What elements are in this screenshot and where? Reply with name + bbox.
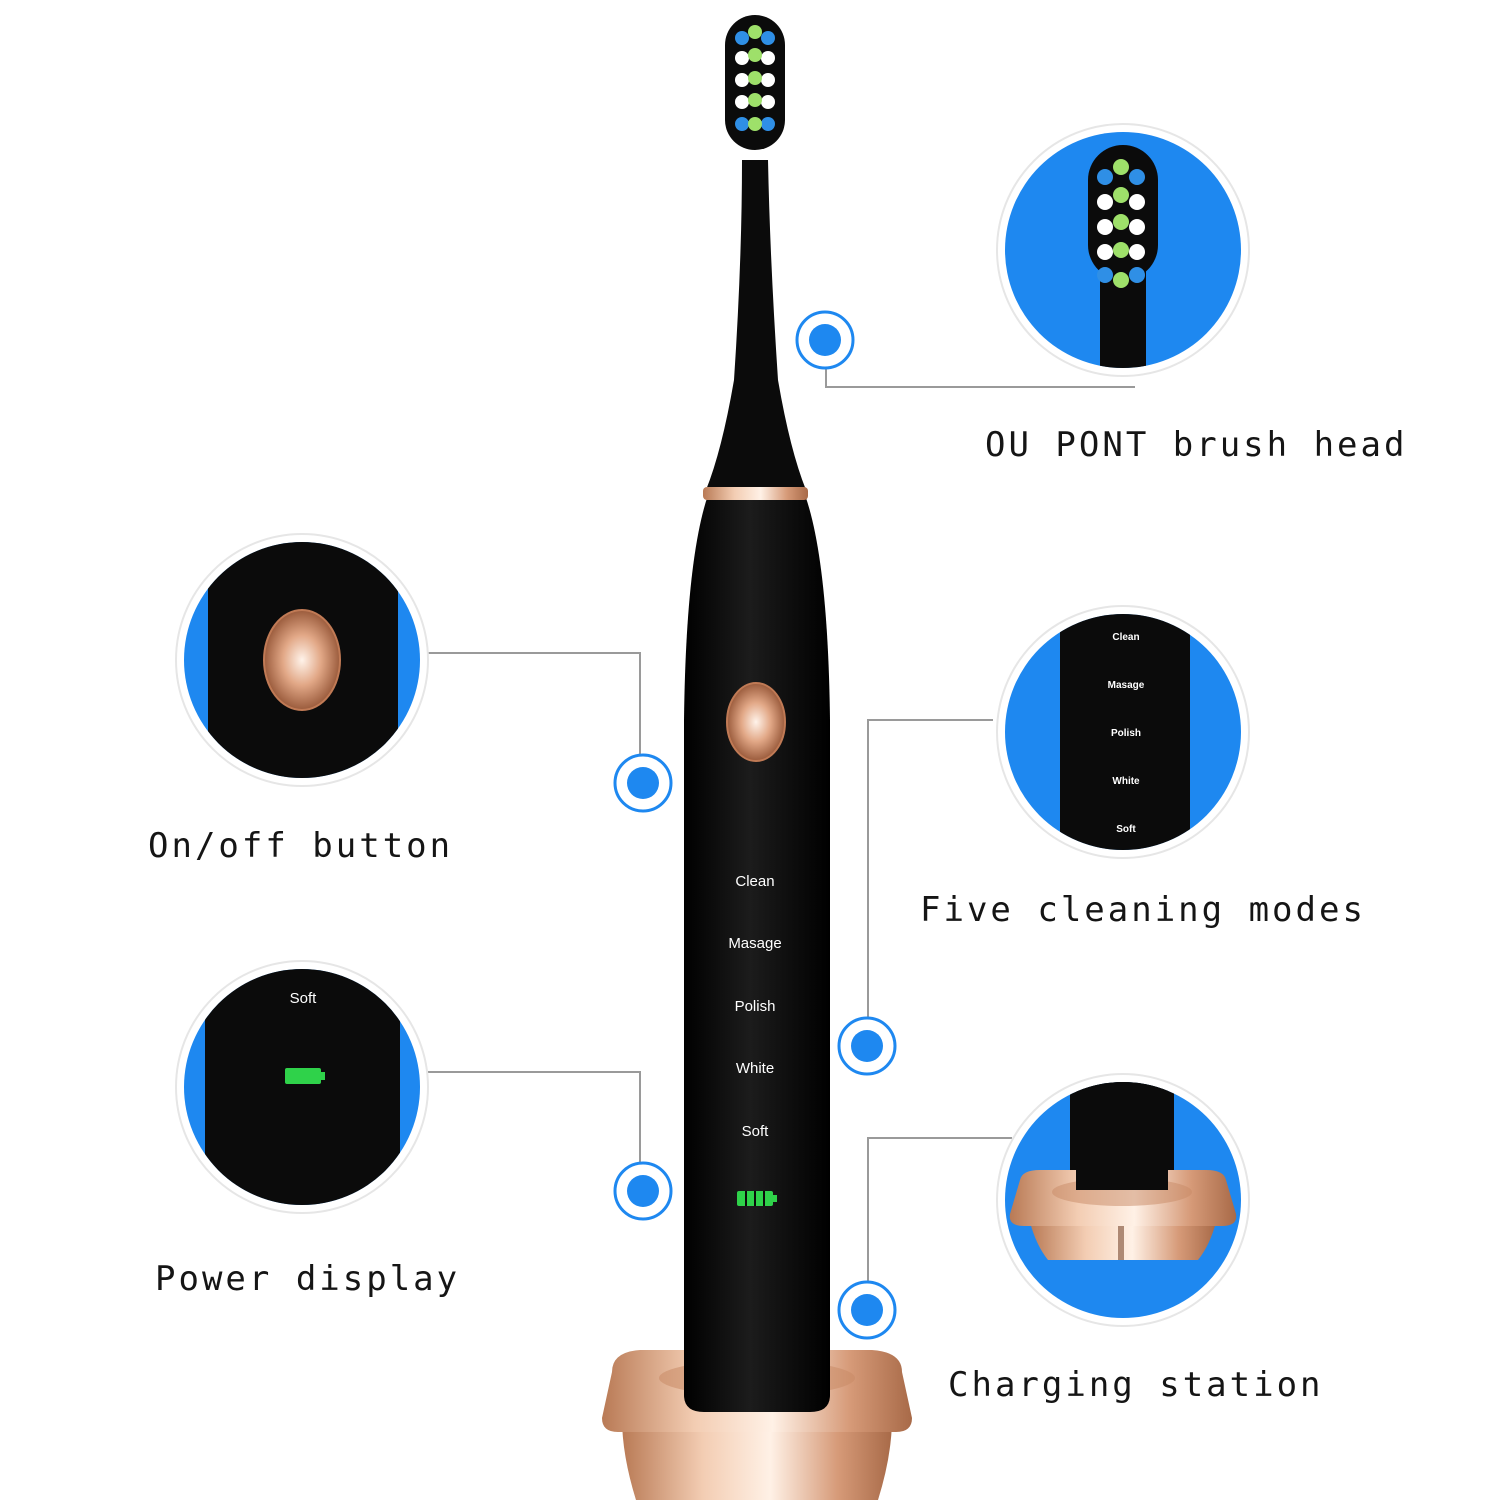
callout-brush-head (996, 123, 1250, 377)
caption-modes: Five cleaning modes (920, 890, 1366, 930)
mode-label-white: White (736, 1060, 774, 1077)
mode-label-masage: Masage (728, 935, 781, 952)
marker-charging (837, 1280, 897, 1340)
brush-neck (706, 160, 806, 490)
mini-mode-masage: Masage (1108, 680, 1145, 691)
toothbrush: Clean Masage Polish White Soft (602, 15, 912, 1500)
power-button (726, 682, 786, 762)
caption-charging: Charging station (948, 1365, 1324, 1405)
mini-mode-clean: Clean (1112, 632, 1139, 643)
callout-on-off (175, 533, 429, 787)
caption-on-off: On/off button (148, 826, 454, 866)
callout-modes: Clean Masage Polish White Soft (996, 605, 1250, 859)
handle (684, 495, 830, 1412)
connector-brush-head (825, 365, 1135, 388)
marker-power (613, 1161, 673, 1221)
connector-charging (867, 1137, 1012, 1283)
marker-brush-head (795, 310, 855, 370)
caption-brush-head: OU PONT brush head (985, 425, 1408, 465)
connector-on-off (428, 652, 641, 755)
connector-modes (867, 719, 993, 1018)
marker-modes (837, 1016, 897, 1076)
marker-on-off (613, 753, 673, 813)
mode-label-polish: Polish (735, 998, 776, 1015)
mode-labels: Clean Masage Polish White Soft (728, 873, 781, 1140)
mini-mode-polish: Polish (1111, 728, 1141, 739)
caption-power: Power display (155, 1259, 461, 1299)
callout-charging (996, 1073, 1250, 1327)
callout-connectors (428, 365, 1135, 1283)
mini-mode-white: White (1112, 776, 1140, 787)
power-callout-label: Soft (290, 990, 318, 1007)
rose-gold-ring (703, 487, 808, 500)
callout-power: Soft (175, 960, 429, 1214)
battery-icon (737, 1191, 777, 1206)
mode-label-clean: Clean (735, 873, 774, 890)
bristles (735, 25, 775, 131)
mini-mode-soft: Soft (1116, 824, 1136, 835)
callout-markers (613, 310, 897, 1340)
connector-power (428, 1071, 641, 1163)
mode-label-soft: Soft (742, 1123, 770, 1140)
